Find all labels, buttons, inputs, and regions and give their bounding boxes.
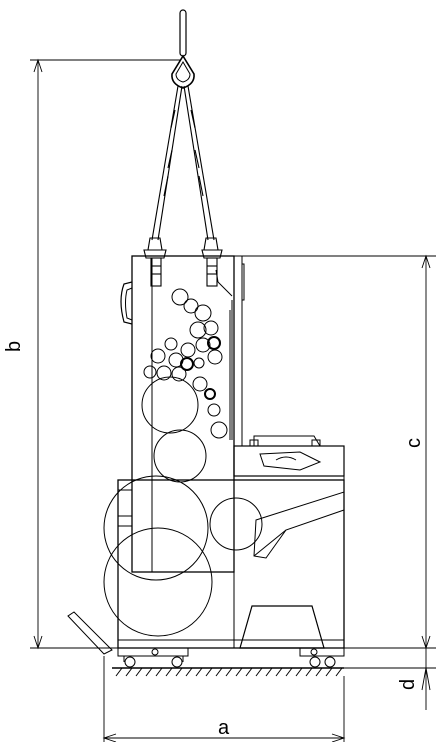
dimension-c <box>242 254 436 650</box>
crane-hook <box>171 9 195 89</box>
printing-unit-tower <box>120 255 245 573</box>
dimension-b <box>30 58 180 650</box>
dimension-a <box>102 656 346 743</box>
dimension-label-c: c <box>403 438 425 448</box>
loading-ramp <box>67 611 113 655</box>
lifting-slings <box>143 85 223 287</box>
dimension-label-b: b <box>3 341 25 352</box>
ground-line <box>112 667 344 677</box>
feeder-section <box>209 435 345 648</box>
dimension-d <box>344 648 436 710</box>
transport-wheels <box>117 647 345 668</box>
dimension-label-a: a <box>218 717 230 739</box>
machine-base <box>103 475 345 649</box>
dimension-label-d: d <box>397 679 419 690</box>
